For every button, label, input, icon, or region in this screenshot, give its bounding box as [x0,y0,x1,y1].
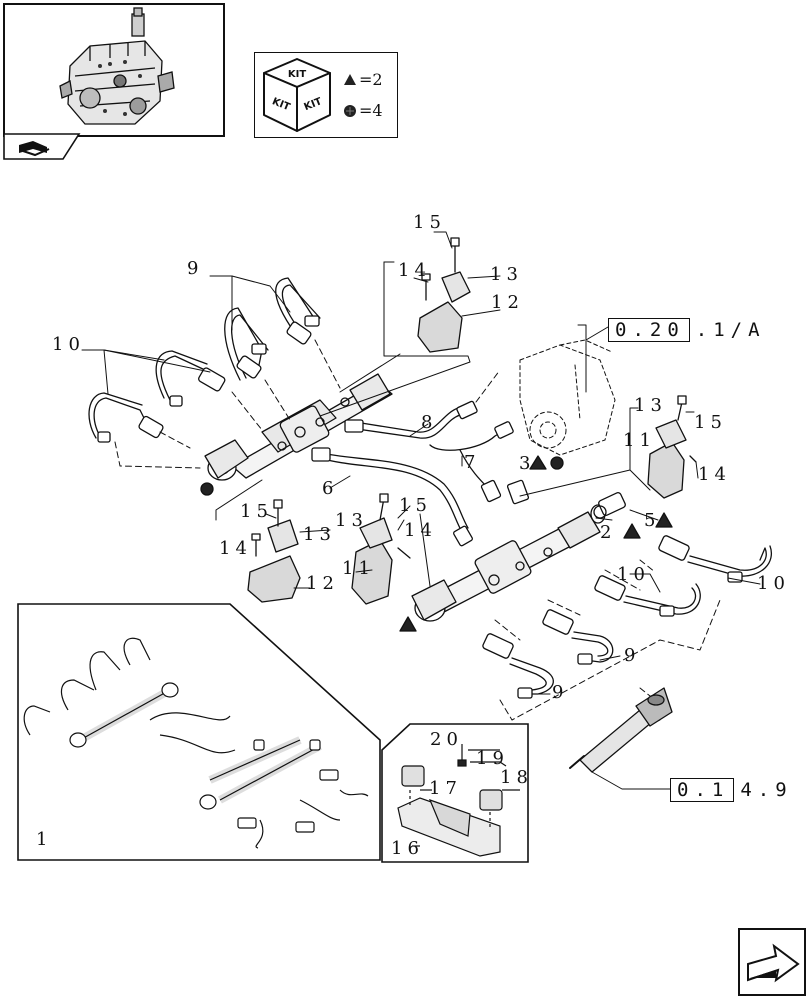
callout-20: 20 [430,729,463,750]
callout-14-top: 14 [398,260,431,281]
lower-fuel-rail [411,492,626,622]
upper-rail-circle-marker [200,482,214,496]
callout-18: 18 [500,767,533,788]
engine-thumbnail-frame [3,3,225,137]
callout-6: 6 [322,478,339,499]
callout-14-mid-left: 14 [219,538,252,559]
callout-9-top: 9 [187,258,204,279]
callout-10-left: 10 [52,334,85,355]
reference-ref-top[interactable]: 0.20 .1/A [608,318,766,342]
callout-16: 16 [391,838,424,859]
callout-13-mid-left: 13 [303,524,336,545]
callout-12-top: 12 [491,292,524,313]
callout-11-right: 11 [623,430,656,451]
triangle-qty: =2 [359,70,383,89]
clamp-bracket-right [647,395,697,499]
callout-2: 2 [600,522,617,543]
upper-fuel-rail [204,373,393,481]
pipes-9-upper [224,277,321,381]
callout-5: 5 [644,510,661,531]
callout-15-right: 15 [694,412,727,433]
callout-13-top: 13 [490,264,523,285]
fuel-injector [569,687,673,773]
triangle-marker-rail [399,616,417,632]
callout-3: 3 [519,453,536,474]
callout-1: 1 [36,829,53,850]
triangle-marker-part5 [655,512,673,528]
callout-12-mid-left: 12 [306,573,339,594]
kit-legend-box [254,52,398,138]
circle-qty: =4 [359,101,383,120]
callout-7: 7 [464,452,481,473]
engine-thumbnail-icon [59,7,175,125]
callout-9-low: 9 [552,682,569,703]
callout-14-right: 14 [698,464,731,485]
callout-8: 8 [421,412,438,433]
ref-bottom-rest: 4.9 [740,778,793,801]
fitting-part-3 [506,479,530,505]
kit-label-top: KIT [288,69,306,80]
callout-19: 19 [476,748,509,769]
callout-15-mid-left: 15 [240,501,273,522]
circle-marker-part3 [550,456,564,470]
book-nav-tab[interactable] [3,133,83,161]
ref-bottom-boxed: 0.1 [670,778,735,802]
clamp-bracket-top [417,237,471,353]
ref-top-rest: .1/A [695,318,766,341]
next-page-arrow-icon [747,943,800,983]
clamp-bracket-mid-left [247,499,301,603]
book-nav-icon [19,141,50,157]
reference-ref-bottom[interactable]: 0.1 4.9 [670,778,793,802]
callout-11-mid: 11 [342,558,375,579]
triangle-marker-part2 [623,523,641,539]
pipes-6-7-8 [311,400,514,547]
pipes-lower-right [482,535,772,699]
callout-15-mid: 15 [399,495,432,516]
triangle-marker-icon [344,74,356,85]
leader-lines [81,231,761,790]
callout-9-mid: 9 [624,645,641,666]
callout-10-right-b: 10 [757,573,790,594]
clamp-bracket-mid [351,493,411,605]
callout-10-right-a: 10 [617,564,650,585]
callout-14-mid: 14 [404,520,437,541]
callout-13-right: 13 [634,395,667,416]
circle-marker-icon [344,105,356,117]
fuel-pump-ghost [519,339,616,456]
triangle-marker-part3 [529,455,547,470]
callout-15-top: 15 [413,212,446,233]
ref-top-boxed: 0.20 [608,318,690,342]
callout-13-mid: 13 [335,510,368,531]
next-page-button[interactable] [738,928,806,996]
callout-17: 17 [429,778,462,799]
kit-cube-icon: KIT KIT KIT [263,58,331,132]
